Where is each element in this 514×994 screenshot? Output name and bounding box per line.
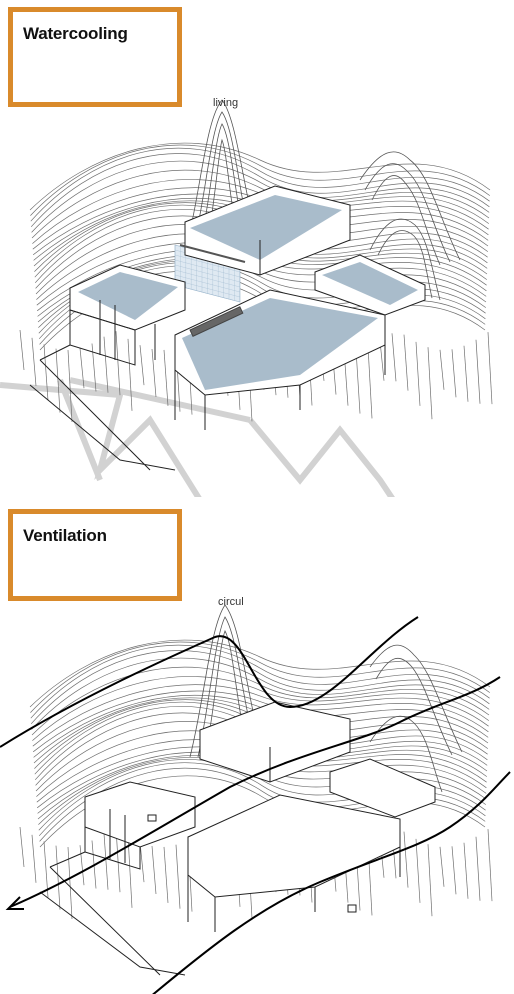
- contour-line: [32, 684, 489, 747]
- skirt-line: [103, 336, 109, 393]
- watercooling-diagram: living: [0, 97, 493, 497]
- skirt-line: [79, 348, 85, 389]
- contour-line: [30, 644, 490, 719]
- circulation-peak: [189, 604, 463, 793]
- ventilation-diagram: circul: [0, 596, 511, 994]
- watercooling-title: Watercooling: [23, 24, 128, 43]
- skirt-line: [415, 341, 421, 406]
- skirt-line: [163, 349, 169, 406]
- skirt-line: [403, 831, 409, 888]
- skirt-line: [427, 844, 433, 917]
- skirt-line: [55, 348, 61, 413]
- skirt-line: [475, 339, 481, 404]
- contour-line: [31, 160, 490, 233]
- contour-line: [29, 639, 491, 708]
- watercooling-panel: living: [0, 7, 493, 497]
- skirt-line: [79, 845, 85, 886]
- ventilation-label-box: Ventilation: [8, 509, 182, 601]
- skirt-line: [175, 844, 181, 909]
- skirt-line: [31, 834, 37, 883]
- buildings: [39, 701, 436, 976]
- airflow-top: [0, 616, 419, 748]
- skirt-line: [103, 833, 109, 890]
- skirt-line: [355, 349, 361, 414]
- contour-line: [30, 153, 490, 228]
- watercooling-label-box: Watercooling: [8, 7, 182, 107]
- buildings: [29, 185, 426, 471]
- contour-line: [29, 142, 491, 211]
- guide-strokes: [0, 377, 395, 497]
- contour-line: [31, 657, 490, 730]
- skirt-line: [391, 333, 397, 382]
- skirt-line: [127, 338, 133, 411]
- skirt-line: [439, 349, 445, 390]
- contour-line: [30, 144, 491, 216]
- skirt-line: [415, 838, 421, 903]
- skirt-line: [451, 349, 457, 398]
- ventilation-panel: circul Ventilation: [0, 497, 514, 994]
- skirt-line: [55, 845, 61, 910]
- skirt-line: [403, 334, 409, 391]
- ventilation-title: Ventilation: [23, 526, 107, 545]
- skirt-line: [163, 846, 169, 903]
- skirt-line: [475, 836, 481, 901]
- skirt-line: [31, 337, 37, 386]
- airflow-arrowhead: [5, 896, 24, 910]
- skirt-line: [139, 842, 145, 883]
- living-tag: living: [213, 97, 238, 109]
- skirt-line: [151, 349, 157, 398]
- contour-line: [32, 690, 489, 753]
- circulation-tag: circul: [218, 596, 244, 608]
- skirt-line: [19, 329, 25, 371]
- airflow-middle: [9, 676, 501, 908]
- airflow-lines: [0, 616, 511, 994]
- skirt-line: [139, 345, 145, 386]
- skirt-line: [439, 846, 445, 887]
- contour-line: [30, 147, 490, 222]
- airflow-bottom: [152, 771, 511, 994]
- contour-line: [30, 641, 491, 713]
- skirt-line: [67, 349, 73, 423]
- contour-line: [32, 676, 490, 741]
- contour-line: [30, 650, 490, 725]
- skirt-line: [463, 842, 469, 899]
- skirt-line: [367, 346, 373, 419]
- skirt-line: [463, 345, 469, 402]
- skirt-line: [487, 829, 493, 902]
- skirt-line: [487, 332, 493, 405]
- skirt-line: [19, 826, 25, 868]
- contour-line: [31, 169, 490, 239]
- skirt-line: [43, 344, 49, 401]
- skirt-line: [151, 846, 157, 895]
- skirt-line: [115, 331, 121, 396]
- skirt-line: [451, 846, 457, 895]
- skirt-line: [43, 841, 49, 898]
- skirt-line: [127, 835, 133, 908]
- skirt-line: [427, 347, 433, 420]
